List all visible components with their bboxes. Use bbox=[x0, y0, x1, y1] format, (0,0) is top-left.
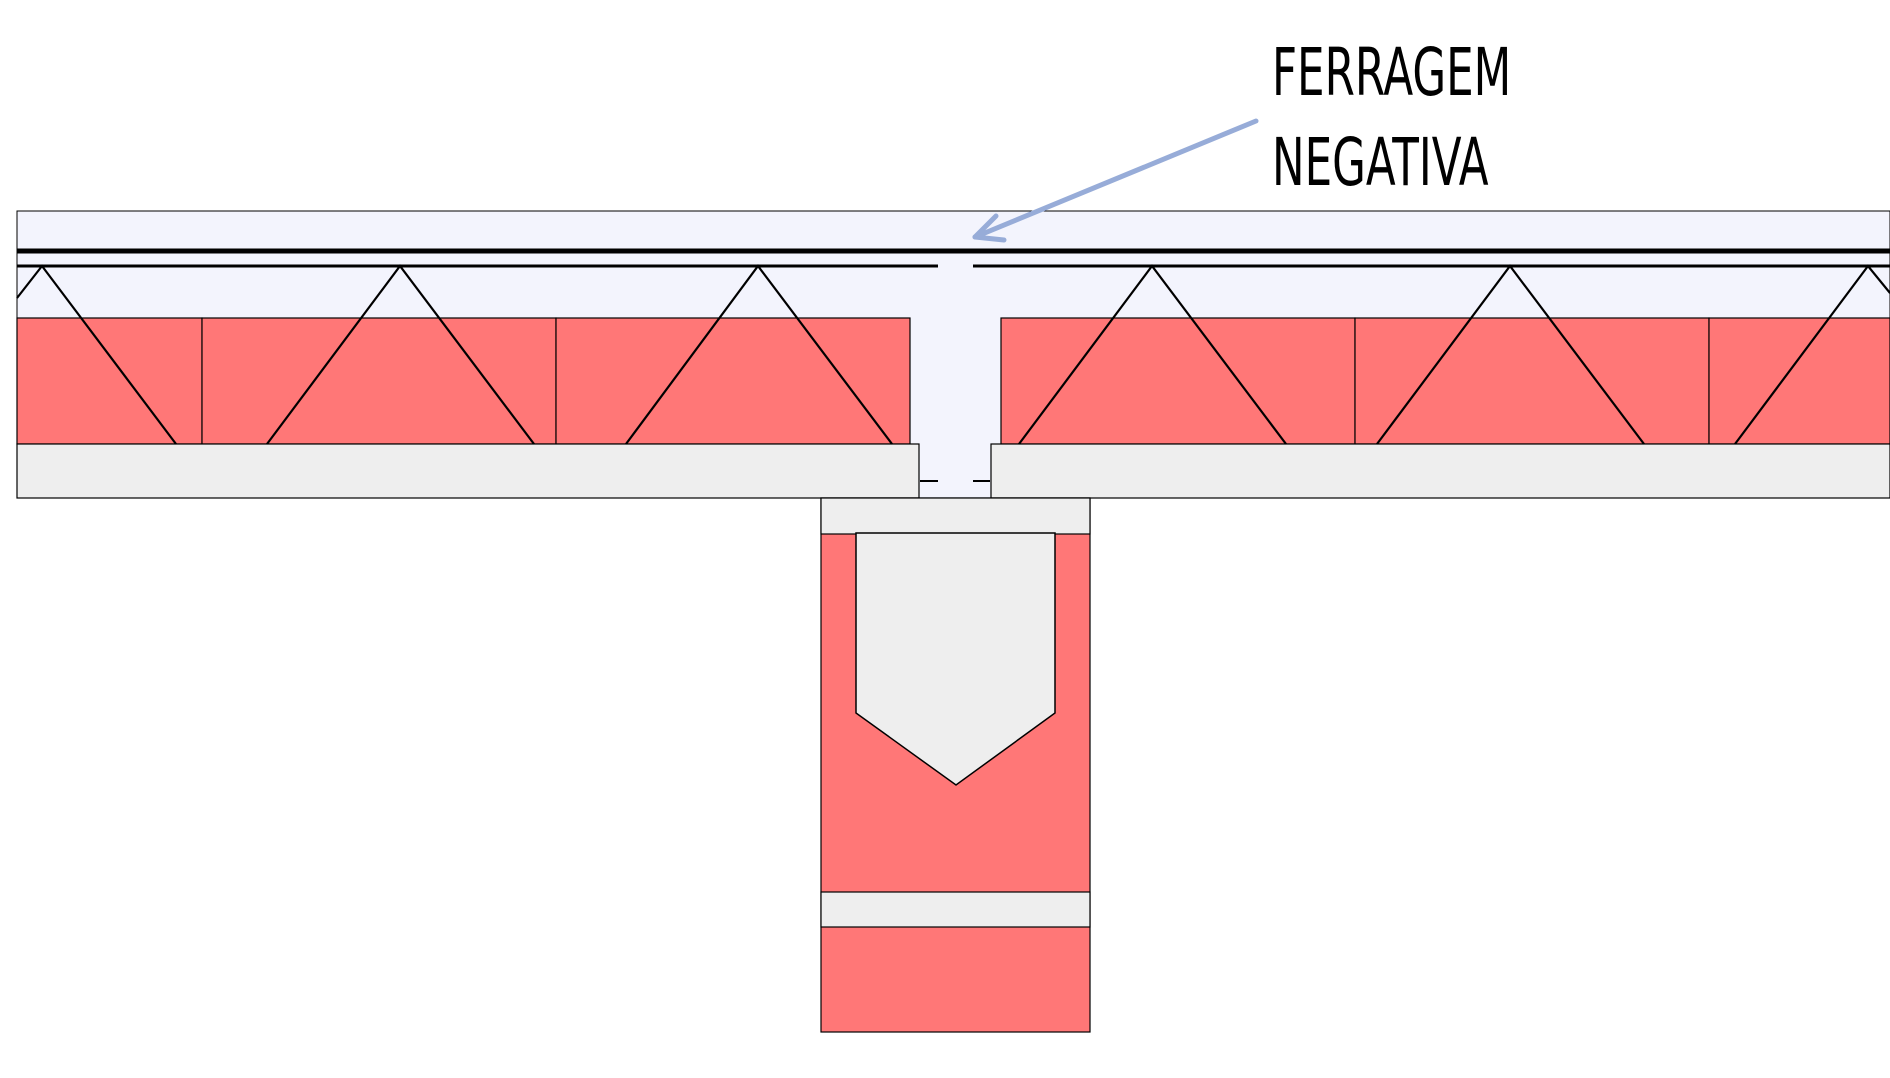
ceramic-block bbox=[1354, 317, 1710, 445]
truss-diagonal bbox=[266, 264, 535, 445]
mortar-joint bbox=[820, 891, 1091, 928]
ceramic-block bbox=[16, 317, 203, 445]
ceramic-block bbox=[1708, 317, 1890, 445]
truss-diagonals-right bbox=[1018, 264, 1890, 445]
precast-strip-right bbox=[990, 443, 1890, 499]
ceramic-block bbox=[201, 317, 557, 445]
ceramic-block bbox=[555, 317, 911, 445]
precast-strip-left bbox=[16, 443, 920, 499]
truss-diagonal bbox=[1018, 264, 1287, 445]
truss-diagonal bbox=[1376, 264, 1645, 445]
callout-label-line2: NEGATIVA bbox=[1272, 124, 1489, 201]
truss-diagonal bbox=[16, 264, 177, 445]
callout-arrow bbox=[972, 118, 1259, 243]
ceramic-block bbox=[1000, 317, 1356, 445]
beam-top-band bbox=[820, 497, 1091, 535]
truss-diagonal bbox=[625, 264, 893, 445]
callout-label: FERRAGEM NEGATIVA bbox=[1272, 28, 1511, 208]
callout-arrow-head bbox=[972, 213, 1007, 243]
truss-diagonal bbox=[1734, 264, 1890, 445]
callout-arrow-shaft bbox=[972, 118, 1259, 240]
truss-diagonals-left bbox=[16, 264, 893, 445]
beam-concrete-core bbox=[855, 532, 1056, 786]
concrete-joint bbox=[909, 318, 1001, 498]
ceramic-blocks-left bbox=[16, 317, 911, 445]
callout-label-line1: FERRAGEM bbox=[1272, 34, 1512, 111]
ceramic-blocks-right bbox=[1000, 317, 1890, 445]
